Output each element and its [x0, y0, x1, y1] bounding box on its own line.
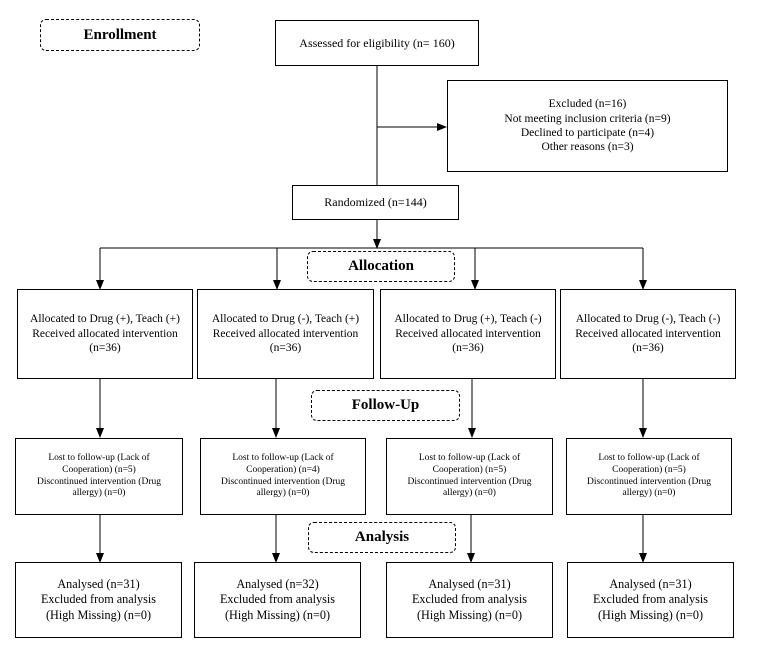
analysis-text: Excluded from analysis: [219, 592, 336, 607]
arm1-analysis-box: Analysed (n=31) Excluded from analysis (…: [15, 562, 182, 638]
arm1-followup-box: Lost to follow-up (Lack of Cooperation) …: [15, 438, 183, 515]
analysis-text: Excluded from analysis: [592, 592, 709, 607]
analysis-text: (High Missing) (n=0): [416, 607, 523, 622]
allocation-text: Allocated to Drug (-), Teach (+): [211, 313, 360, 326]
assessed-text: Assessed for eligibility (n= 160): [299, 35, 455, 50]
randomized-text: Randomized (n=144): [324, 195, 427, 209]
arm2-analysis-box: Analysed (n=32) Excluded from analysis (…: [194, 562, 361, 638]
follow-up-label: Follow-Up: [311, 390, 460, 421]
assessed-box: Assessed for eligibility (n= 160): [275, 20, 479, 66]
arm1-allocation-box: Allocated to Drug (+), Teach (+) Receive…: [17, 289, 193, 379]
allocation-text: (n=36): [632, 342, 664, 355]
allocation-text: (n=36): [269, 342, 302, 355]
followup-text: Discontinued intervention (Drug: [586, 476, 711, 487]
followup-text: allergy) (n=0): [256, 488, 310, 499]
arm2-followup-box: Lost to follow-up (Lack of Cooperation) …: [200, 438, 366, 515]
arm3-allocation-box: Allocated to Drug (+), Teach (-) Receive…: [380, 289, 556, 379]
arm3-followup-box: Lost to follow-up (Lack of Cooperation) …: [386, 438, 553, 515]
followup-text: allergy) (n=0): [72, 488, 126, 499]
randomized-box: Randomized (n=144): [292, 185, 459, 220]
followup-text: Cooperation) (n=5): [612, 464, 686, 475]
allocation-label: Allocation: [307, 251, 455, 282]
excluded-reason: Declined to participate (n=4): [520, 127, 655, 139]
followup-text: Discontinued intervention (Drug: [220, 476, 345, 487]
followup-text: Cooperation) (n=5): [432, 464, 507, 475]
excluded-title: Excluded (n=16): [548, 98, 627, 111]
followup-text: allergy) (n=0): [622, 488, 676, 499]
followup-text: Lost to follow-up (Lack of: [598, 452, 700, 463]
arm4-followup-box: Lost to follow-up (Lack of Cooperation) …: [566, 438, 732, 515]
allocation-text: Received allocated intervention: [32, 327, 178, 340]
enrollment-label: Enrollment: [40, 19, 200, 51]
followup-text: Cooperation) (n=5): [62, 464, 136, 475]
arm4-analysis-box: Analysed (n=31) Excluded from analysis (…: [567, 562, 734, 638]
followup-text: Lost to follow-up (Lack of: [48, 452, 150, 463]
followup-text: allergy) (n=0): [443, 488, 496, 499]
allocation-text: Received allocated intervention: [212, 327, 359, 340]
excluded-reason: Other reasons (n=3): [541, 141, 634, 154]
analysis-text: Analysed (n=32): [236, 577, 319, 592]
excluded-box: Excluded (n=16) Not meeting inclusion cr…: [447, 80, 728, 172]
allocation-text: Allocated to Drug (-), Teach (-): [575, 313, 721, 326]
followup-text: Discontinued intervention (Drug: [36, 476, 161, 487]
followup-text: Lost to follow-up (Lack of: [232, 452, 334, 463]
analysis-text: (High Missing) (n=0): [597, 607, 704, 622]
analysis-text: Excluded from analysis: [411, 592, 528, 607]
allocation-text: Received allocated intervention: [395, 327, 541, 340]
followup-text: Discontinued intervention (Drug: [407, 476, 532, 487]
analysis-text: Analysed (n=31): [609, 577, 692, 592]
analysis-text: (High Missing) (n=0): [224, 607, 331, 622]
allocation-text: Allocated to Drug (+), Teach (-): [394, 313, 542, 326]
arm2-allocation-box: Allocated to Drug (-), Teach (+) Receive…: [197, 289, 374, 379]
analysis-label: Analysis: [308, 522, 456, 553]
analysis-text: (High Missing) (n=0): [45, 607, 152, 622]
allocation-text: (n=36): [89, 342, 121, 355]
arm4-allocation-box: Allocated to Drug (-), Teach (-) Receive…: [560, 289, 736, 379]
followup-text: Cooperation) (n=4): [246, 464, 320, 475]
arm3-analysis-box: Analysed (n=31) Excluded from analysis (…: [386, 562, 553, 638]
allocation-text: Received allocated intervention: [575, 327, 721, 340]
allocation-text: (n=36): [452, 342, 484, 355]
analysis-text: Analysed (n=31): [57, 577, 140, 592]
analysis-text: Analysed (n=31): [428, 577, 511, 592]
allocation-text: Allocated to Drug (+), Teach (+): [30, 313, 180, 326]
analysis-text: Excluded from analysis: [40, 592, 157, 607]
excluded-reason: Not meeting inclusion criteria (n=9): [504, 112, 671, 125]
followup-text: Lost to follow-up (Lack of: [418, 452, 521, 463]
